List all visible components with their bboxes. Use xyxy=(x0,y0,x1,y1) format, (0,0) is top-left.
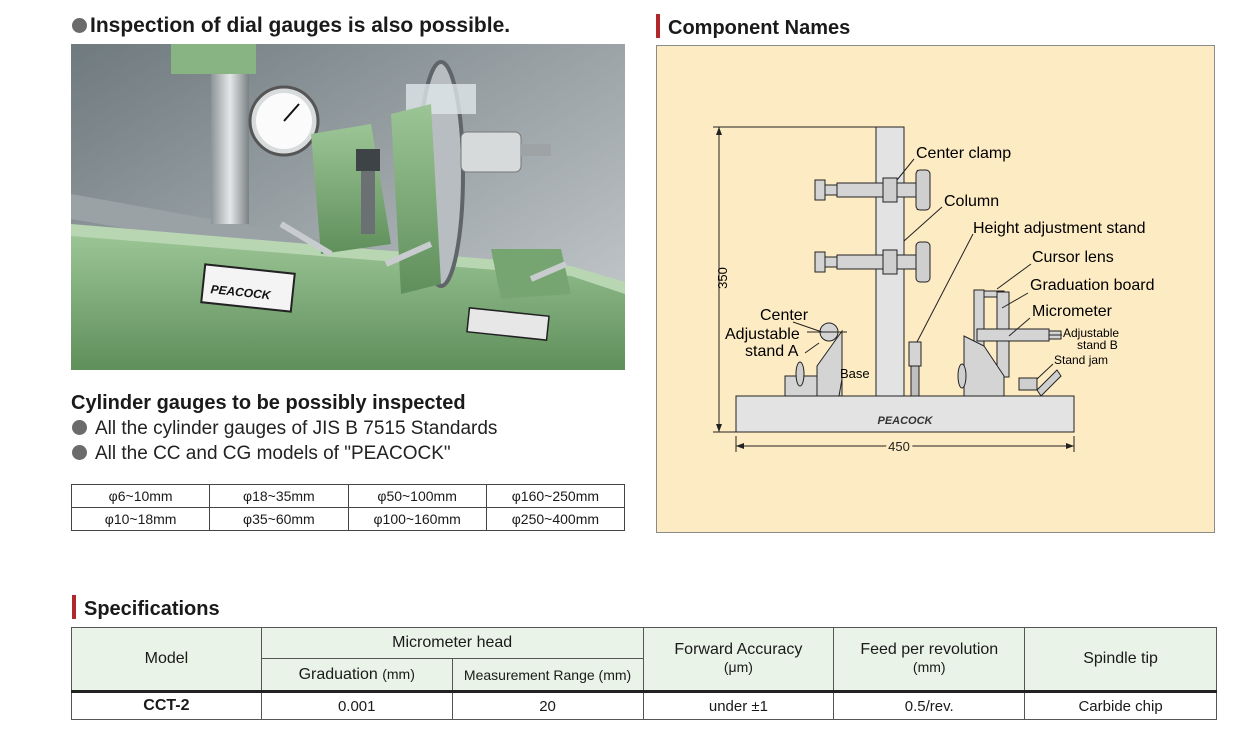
table-row: φ6~10mm φ18~35mm φ50~100mm φ160~250mm xyxy=(70,484,626,508)
header-measurement-range: Measurement Range (mm) xyxy=(451,658,644,692)
component-diagram: PEACOCK 350 450 Center clamp Column Heig… xyxy=(656,45,1215,533)
component-names-heading: Component Names xyxy=(656,14,850,40)
cell-feed: 0.5/rev. xyxy=(833,690,1026,720)
cell-measurement-range: 20 xyxy=(451,690,644,720)
dimension-width: 450 xyxy=(888,439,910,454)
heading-accent-bar xyxy=(656,14,660,38)
photo-plate-text: PEACOCK xyxy=(210,282,272,302)
label-center-clamp: Center clamp xyxy=(916,145,1011,162)
specifications-heading: Specifications xyxy=(72,595,220,621)
range-cell: φ160~250mm xyxy=(485,484,626,508)
base-brand-text: PEACOCK xyxy=(877,415,933,427)
range-cell: φ50~100mm xyxy=(347,484,487,508)
machine-photo-illustration: PEACOCK xyxy=(71,44,625,370)
product-photo: PEACOCK xyxy=(71,44,625,370)
label-center: Center xyxy=(760,307,809,324)
table-header-row: Model Micrometer head Forward Accuracy (… xyxy=(71,626,1217,692)
cylinder-heading: Cylinder gauges to be possibly inspected xyxy=(71,392,466,414)
label-cursor-lens: Cursor lens xyxy=(1032,249,1114,266)
header-spindle-tip: Spindle tip xyxy=(1024,627,1217,692)
label-graduation-board: Graduation board xyxy=(1030,277,1155,294)
range-cell: φ6~10mm xyxy=(70,484,211,508)
cell-forward-accuracy: under ±1 xyxy=(642,690,835,720)
bullet-icon xyxy=(72,445,87,460)
cylinder-bullet-1: All the cylinder gauges of JIS B 7515 St… xyxy=(72,418,497,440)
specifications-table: Model Micrometer head Forward Accuracy (… xyxy=(71,626,1217,720)
bullet-icon xyxy=(72,420,87,435)
bullet-icon xyxy=(72,18,87,33)
label-micrometer: Micrometer xyxy=(1032,303,1113,320)
cylinder-bullet-2: All the CC and CG models of "PEACOCK" xyxy=(72,443,451,465)
cell-graduation: 0.001 xyxy=(260,690,453,720)
range-cell: φ250~400mm xyxy=(485,507,626,531)
base-shape xyxy=(735,395,1075,433)
label-adjustable-stand-a-1: Adjustable xyxy=(725,326,800,343)
cell-spindle-tip: Carbide chip xyxy=(1024,690,1217,720)
label-stand-jam: Stand jam xyxy=(1054,353,1108,367)
table-row: φ10~18mm φ35~60mm φ100~160mm φ250~400mm xyxy=(70,507,626,531)
header-model: Model xyxy=(71,627,262,692)
dimension-height: 350 xyxy=(715,267,730,289)
header-graduation: Graduation (mm) xyxy=(260,658,453,692)
header-micrometer-head: Micrometer head xyxy=(260,626,644,660)
cell-model: CCT-2 xyxy=(71,690,262,720)
label-base: Base xyxy=(840,366,870,381)
range-cell: φ18~35mm xyxy=(209,484,349,508)
label-height-adjustment-stand: Height adjustment stand xyxy=(973,220,1146,237)
range-cell: φ100~160mm xyxy=(347,507,487,531)
table-row: CCT-2 0.001 20 under ±1 0.5/rev. Carbide… xyxy=(71,690,1217,720)
header-feed-per-revolution: Feed per revolution (mm) xyxy=(833,627,1026,692)
label-adjustable-stand-a-2: stand A xyxy=(745,343,799,360)
header-forward-accuracy: Forward Accuracy (μm) xyxy=(642,627,835,692)
range-table: φ6~10mm φ18~35mm φ50~100mm φ160~250mm φ1… xyxy=(70,484,626,531)
photo-heading: Inspection of dial gauges is also possib… xyxy=(72,14,510,38)
component-diagram-svg: PEACOCK 350 450 Center clamp Column Heig… xyxy=(713,126,1155,457)
heading-accent-bar xyxy=(72,595,76,619)
range-cell: φ10~18mm xyxy=(70,507,211,531)
range-cell: φ35~60mm xyxy=(209,507,349,531)
label-column: Column xyxy=(944,193,999,210)
label-adjustable-stand-b-1: Adjustable xyxy=(1063,326,1119,340)
label-adjustable-stand-b-2: stand B xyxy=(1077,338,1118,352)
